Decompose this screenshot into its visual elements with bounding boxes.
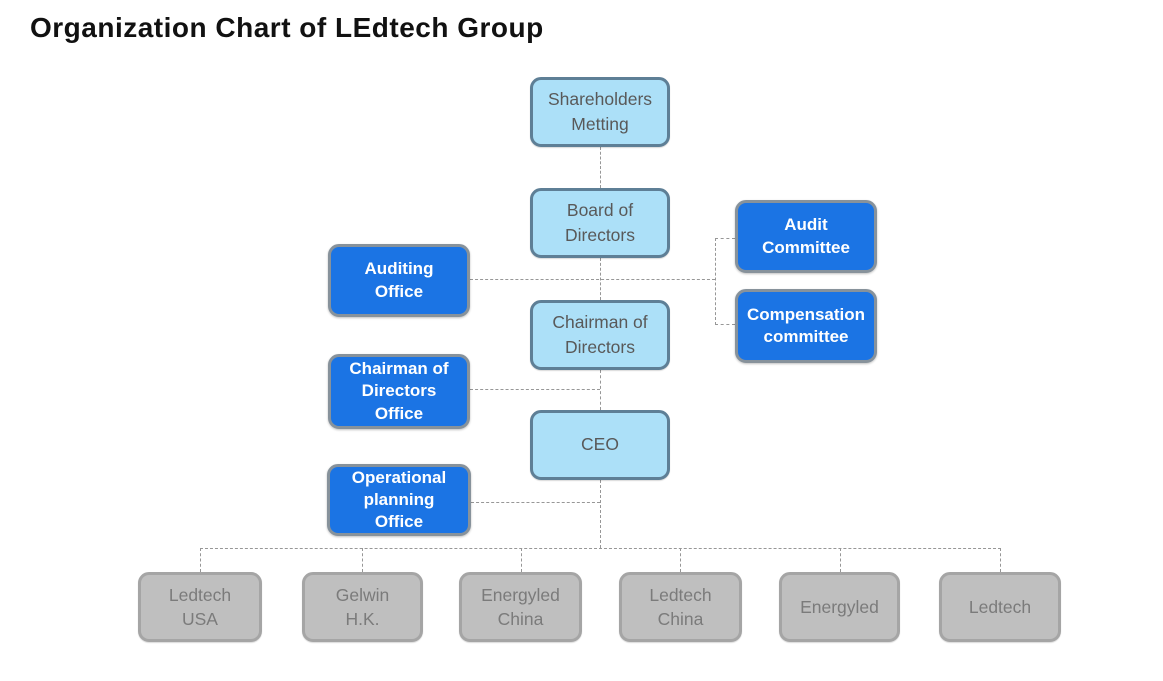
node-ledtech-china: Ledtech China (619, 572, 742, 642)
connector-subsidiaries-bus (200, 548, 1001, 549)
connector-auditing-office-branch (470, 279, 715, 280)
connector-stub-energyled-china (521, 548, 522, 572)
node-ceo: CEO (530, 410, 670, 480)
connector-chairman-office-branch (470, 389, 600, 390)
connector-ceo-subsidiaries (600, 480, 601, 548)
node-gelwin-hk: Gelwin H.K. (302, 572, 423, 642)
connector-stub-ledtech (1000, 548, 1001, 572)
node-ledtech: Ledtech (939, 572, 1061, 642)
chart-title: Organization Chart of LEdtech Group (30, 12, 544, 43)
connector-audit-committee-stub (715, 238, 735, 239)
node-compensation-committee: Compensation committee (735, 289, 877, 363)
connector-stub-energyled (840, 548, 841, 572)
connector-stub-gelwin-hk (362, 548, 363, 572)
node-chairman-of-directors-office: Chairman of Directors Office (328, 354, 470, 429)
node-board-of-directors: Board of Directors (530, 188, 670, 258)
node-auditing-office: Auditing Office (328, 244, 470, 317)
node-operational-planning-office: Operational planning Office (327, 464, 471, 536)
node-energyled: Energyled (779, 572, 900, 642)
connector-stub-ledtech-china (680, 548, 681, 572)
node-shareholders-meeting: Shareholders Metting (530, 77, 670, 147)
connector-chairman-ceo (600, 370, 601, 410)
node-energyled-china: Energyled China (459, 572, 582, 642)
connector-compensation-committee-stub (715, 324, 735, 325)
connector-committees-riser (715, 238, 716, 325)
node-chairman-of-directors: Chairman of Directors (530, 300, 670, 370)
connector-operational-office-branch (471, 502, 600, 503)
node-audit-committee: Audit Committee (735, 200, 877, 273)
connector-stub-ledtech-usa (200, 548, 201, 572)
node-ledtech-usa: Ledtech USA (138, 572, 262, 642)
connector-shareholders-board (600, 147, 601, 188)
